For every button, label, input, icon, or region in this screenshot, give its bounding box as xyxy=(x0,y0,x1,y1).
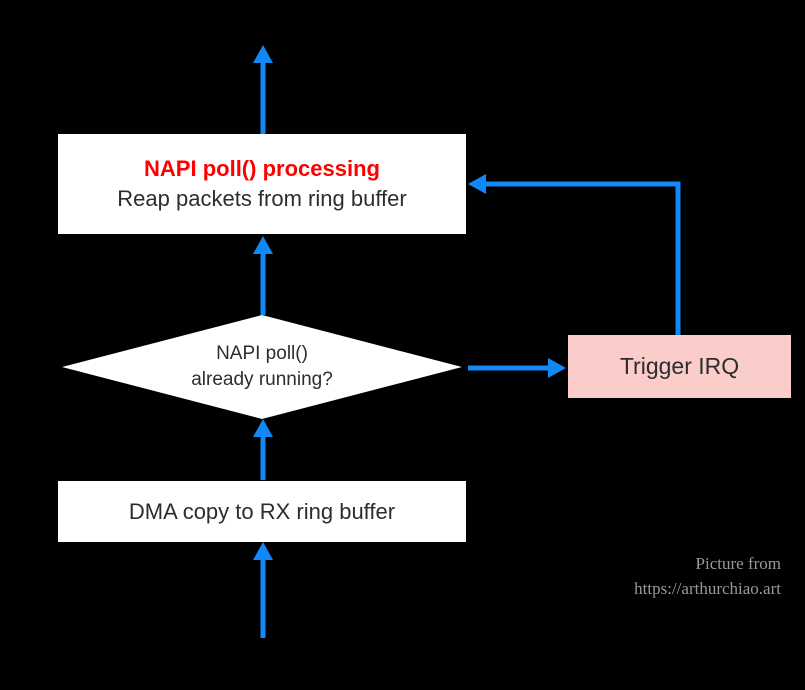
decision-diamond-shape xyxy=(62,315,462,419)
dma-copy-label: DMA copy to RX ring buffer xyxy=(128,498,396,524)
credit-line1: Picture from xyxy=(695,554,781,573)
decision-diamond-label: NAPI poll() already running? xyxy=(112,341,412,393)
trigger-irq-label: Trigger IRQ xyxy=(619,353,740,379)
picture-credit: Picture from https://arthurchiao.art xyxy=(634,551,781,601)
decision-line2: already running? xyxy=(191,369,333,390)
napi-box-title: NAPI poll() processing xyxy=(144,156,380,181)
dma-copy-box: DMA copy to RX ring buffer xyxy=(58,481,466,542)
arrow-irq-to-napi xyxy=(468,174,681,336)
credit-line2: https://arthurchiao.art xyxy=(634,579,781,598)
arrow-dma-to-diamond xyxy=(253,419,273,480)
arrow-incoming-to-dma xyxy=(253,542,273,638)
arrow-diamond-to-irq xyxy=(468,358,566,378)
arrow-napi-up xyxy=(253,45,273,134)
trigger-irq-box: Trigger IRQ xyxy=(568,335,791,398)
napi-box-subtitle: Reap packets from ring buffer xyxy=(117,186,407,211)
napi-poll-processing-box: NAPI poll() processing Reap packets from… xyxy=(58,134,466,234)
arrow-diamond-to-napi xyxy=(253,236,273,315)
decision-line1: NAPI poll() xyxy=(216,343,308,364)
